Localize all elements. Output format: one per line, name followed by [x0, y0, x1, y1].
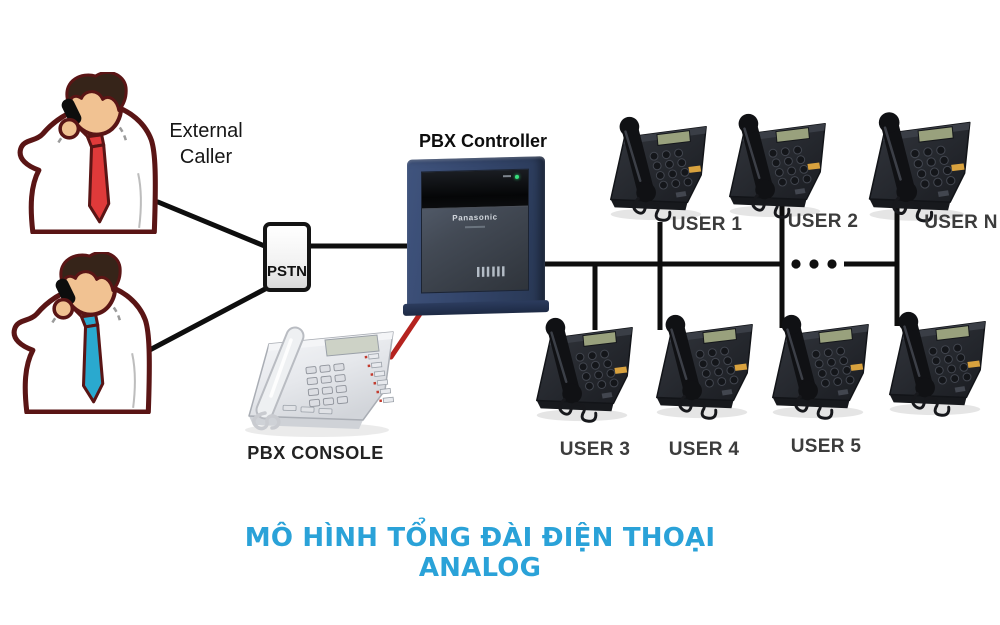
caller-bottom-tie [14, 252, 149, 412]
pstn-label: PSTN [267, 263, 308, 280]
user-3-label: USER 3 [559, 439, 631, 460]
user-1-label: USER 1 [671, 214, 743, 235]
pbx-port-block [477, 266, 506, 277]
phone-user-5 [757, 311, 875, 423]
pbx-controller-label: PBX Controller [418, 131, 547, 151]
wire-caller-top-to-pstn [155, 199, 270, 250]
pbx-vent-strip [422, 169, 528, 210]
pbx-console-label: PBX CONSOLE [247, 443, 384, 463]
user-5-label: USER 5 [790, 436, 862, 457]
caller-top-tie [20, 72, 155, 232]
user-4-label: USER 4 [668, 439, 740, 460]
pbx-console-phone [225, 318, 405, 443]
phone-user-2 [714, 110, 832, 222]
pbx-led-mark [503, 175, 511, 178]
pbx-front-panel: Panasonic [421, 168, 529, 294]
external-caller-bottom-figure [4, 252, 162, 414]
bus-ellipsis-dots [791, 259, 837, 269]
user-n-label: USER N [924, 212, 998, 233]
phone-user-1 [595, 113, 713, 225]
diagram-title: MÔ HÌNH TỔNG ĐÀI ĐIỆN THOẠI ANALOG [244, 523, 716, 583]
pbx-model-mark [422, 225, 528, 230]
external-caller-label-line1: External [169, 120, 243, 142]
phone-user-4 [641, 311, 759, 423]
external-caller-label-line2: Caller [179, 146, 233, 168]
pbx-controller-device: Panasonic [403, 156, 549, 316]
pstn-node: PSTN [263, 222, 311, 292]
phone-user-3 [521, 314, 639, 426]
wire-caller-bottom-to-pstn [141, 285, 270, 356]
external-caller-top-figure [10, 72, 168, 234]
pbx-status-led [515, 174, 519, 179]
user-2-label: USER 2 [787, 211, 859, 232]
phone-extra [874, 308, 992, 420]
external-caller-label: External Caller [150, 118, 262, 170]
phone-user-n [853, 108, 977, 226]
pbx-brand-text: Panasonic [452, 212, 498, 223]
